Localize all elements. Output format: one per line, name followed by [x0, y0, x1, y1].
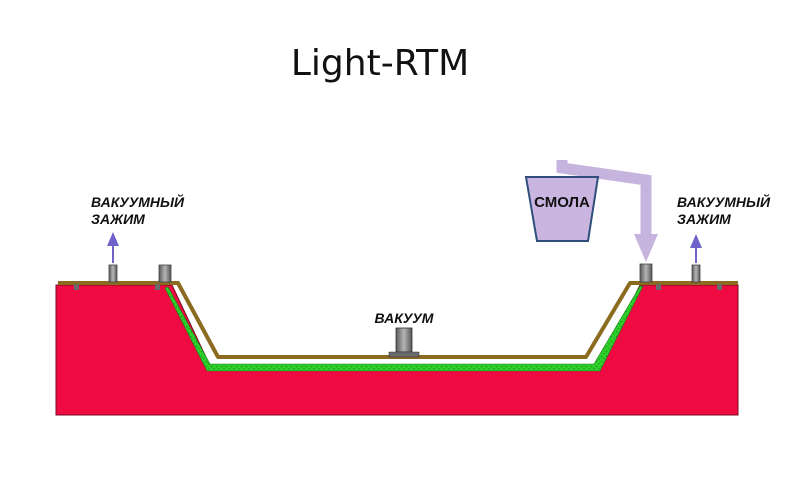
diagram-title: Light-RTM: [291, 43, 469, 84]
resin-pipe-arrow-icon: [556, 160, 658, 262]
clamp-tab-left-a: [74, 284, 79, 290]
vacuum-clamp-label-left-2: ЗАЖИМ: [91, 211, 145, 227]
vacuum-arrow-right-icon: [690, 234, 702, 263]
vacuum-arrow-left-icon: [107, 232, 119, 263]
vacuum-clamp-port-right: [691, 264, 701, 283]
fiber-preform-layer: [164, 285, 644, 372]
vacuum-clamp-label-right: ВАКУУМНЫЙ: [677, 193, 771, 210]
clamp-tab-right-b: [717, 284, 722, 290]
vacuum-clamp-label-right-2: ЗАЖИМ: [677, 211, 731, 227]
resin-bucket-icon: [524, 176, 600, 242]
port-left: [158, 264, 172, 283]
vacuum-clamp-port-left: [108, 264, 118, 283]
clamp-tab-left-b: [155, 284, 160, 290]
resin-label: СМОЛА: [534, 194, 590, 211]
resin-inlet-port: [639, 263, 653, 283]
clamp-tab-right-a: [656, 284, 661, 290]
vacuum-label: ВАКУУМ: [375, 310, 434, 326]
vacuum-clamp-label-left: ВАКУУМНЫЙ: [91, 193, 185, 210]
vacuum-port-center: [388, 327, 420, 358]
